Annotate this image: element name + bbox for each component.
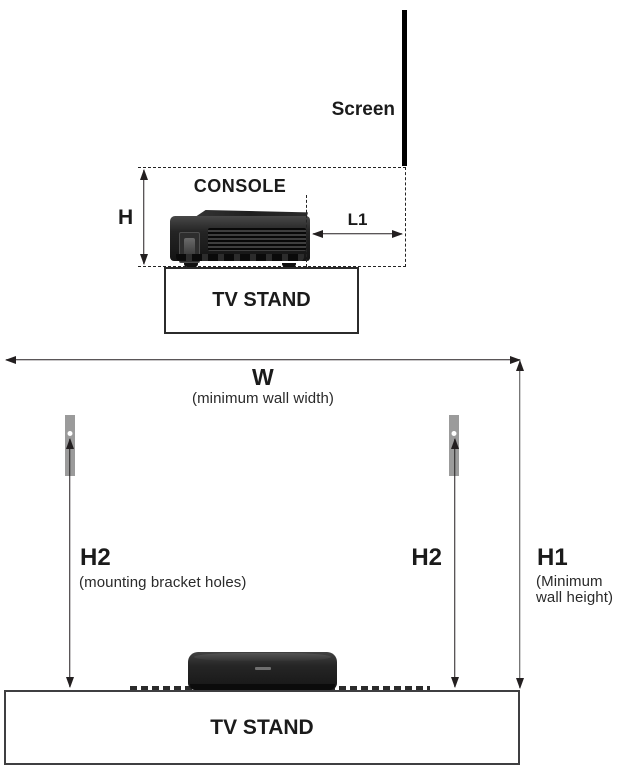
arrow-shaft <box>453 439 456 687</box>
l1-dimension-label: L1 <box>347 210 368 229</box>
projector-front-view <box>188 652 337 690</box>
arrow-shaft <box>6 358 520 361</box>
projector-base <box>176 254 304 261</box>
projector-side-view <box>170 210 310 267</box>
h2-dimension-arrow-right <box>450 438 459 688</box>
projector-lens <box>184 238 195 256</box>
arrow-left-icon <box>312 229 323 238</box>
arrow-down-icon <box>65 677 74 688</box>
projector-base <box>190 684 335 690</box>
h2-dimension-sublabel: (mounting bracket holes) <box>79 574 247 591</box>
h2-dimension-label-left: H2 <box>80 544 111 571</box>
arrow-shaft <box>68 439 71 687</box>
bracket-hole-left <box>67 431 73 436</box>
arrow-left-icon <box>5 355 16 364</box>
projector-foot <box>184 263 198 267</box>
arrow-up-icon <box>450 438 459 449</box>
tv-stand-label-top: TV STAND <box>212 289 311 311</box>
h1-dimension-sublabel: (Minimum wall height) <box>536 574 613 606</box>
screen-label: Screen <box>331 99 395 120</box>
projector-foot <box>282 263 296 267</box>
arrow-up-icon <box>65 438 74 449</box>
screen-bar <box>402 10 407 166</box>
tv-stand-box-top: TV STAND <box>164 267 359 334</box>
arrow-up-icon <box>515 360 524 371</box>
w-dimension-label: W <box>251 364 274 390</box>
projector-body <box>170 216 310 263</box>
console-label: CONSOLE <box>193 176 287 196</box>
console-clearance-box <box>138 167 406 267</box>
projector-logo <box>254 667 271 670</box>
arrow-right-icon <box>510 355 521 364</box>
h2-dimension-arrow-left <box>65 438 74 688</box>
arrow-down-icon <box>450 677 459 688</box>
h1-sublabel-line2: wall height) <box>536 589 614 606</box>
h1-sublabel-line1: (Minimum <box>536 573 603 590</box>
arrow-down-icon <box>139 254 148 265</box>
arrow-shaft <box>313 232 402 235</box>
l1-dimension-arrow <box>312 229 403 238</box>
w-dimension-sublabel: (minimum wall width) <box>191 390 335 407</box>
bracket-hole-right <box>451 431 457 436</box>
arrow-down-icon <box>515 678 524 689</box>
h-dimension-label: H <box>118 206 134 229</box>
h1-dimension-label: H1 <box>537 544 568 571</box>
l1-divider-line <box>306 195 307 267</box>
h2-dimension-label-right: H2 <box>411 544 442 571</box>
tv-stand-box-bottom: TV STAND <box>4 690 520 765</box>
arrow-up-icon <box>139 169 148 180</box>
h1-dimension-arrow <box>515 360 524 689</box>
projector-top-highlight <box>194 653 331 661</box>
projector-vent-grille <box>208 228 306 251</box>
arrow-shaft <box>142 170 145 264</box>
arrow-shaft <box>518 361 521 688</box>
h-dimension-arrow <box>139 169 148 265</box>
arrow-right-icon <box>392 229 403 238</box>
tv-stand-label-bottom: TV STAND <box>210 715 314 739</box>
w-dimension-arrow <box>5 355 521 364</box>
